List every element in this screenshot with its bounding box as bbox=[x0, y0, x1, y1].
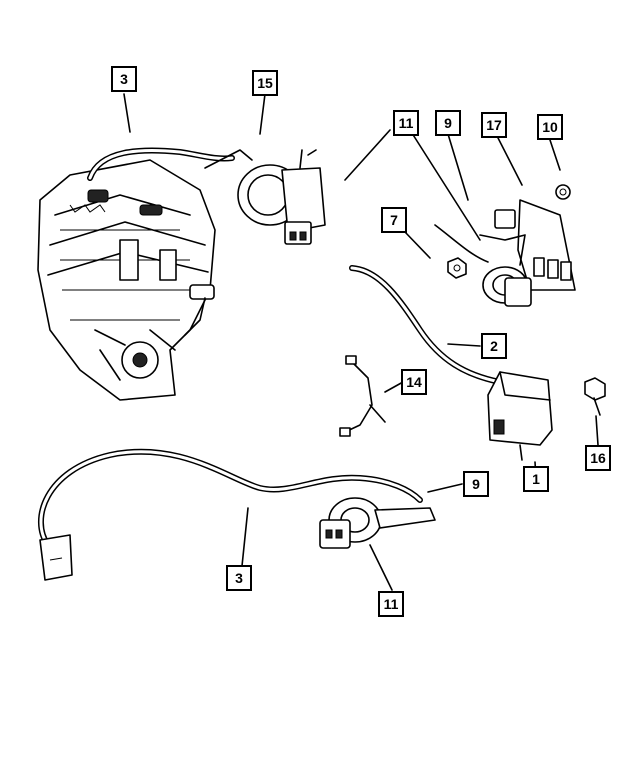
callout-9-bottom: 9 bbox=[463, 471, 489, 497]
callout-1: 1 bbox=[523, 466, 549, 492]
callout-2: 2 bbox=[481, 333, 507, 359]
callout-3-bottom: 3 bbox=[226, 565, 252, 591]
vacuum-hose-2 bbox=[349, 265, 503, 385]
bolt bbox=[584, 377, 606, 416]
callout-14: 14 bbox=[401, 369, 427, 395]
servo-bracket-assembly bbox=[434, 184, 576, 307]
callout-11-top: 11 bbox=[393, 110, 419, 136]
engine-assembly bbox=[37, 159, 216, 401]
callout-16: 16 bbox=[585, 445, 611, 471]
callout-9-top: 9 bbox=[435, 110, 461, 136]
control-module bbox=[487, 371, 553, 461]
callout-7: 7 bbox=[381, 207, 407, 233]
nut bbox=[447, 257, 467, 279]
vacuum-hose-upper bbox=[87, 147, 253, 181]
callout-17: 17 bbox=[481, 112, 507, 138]
callout-15: 15 bbox=[252, 70, 278, 96]
callout-10: 10 bbox=[537, 114, 563, 140]
vacuum-hose-lower bbox=[38, 448, 423, 581]
callout-3-top: 3 bbox=[111, 66, 137, 92]
servo-actuator bbox=[237, 149, 326, 245]
servo-lower bbox=[319, 497, 436, 549]
callout-11-bottom: 11 bbox=[378, 591, 404, 617]
wire-harness bbox=[339, 355, 386, 437]
